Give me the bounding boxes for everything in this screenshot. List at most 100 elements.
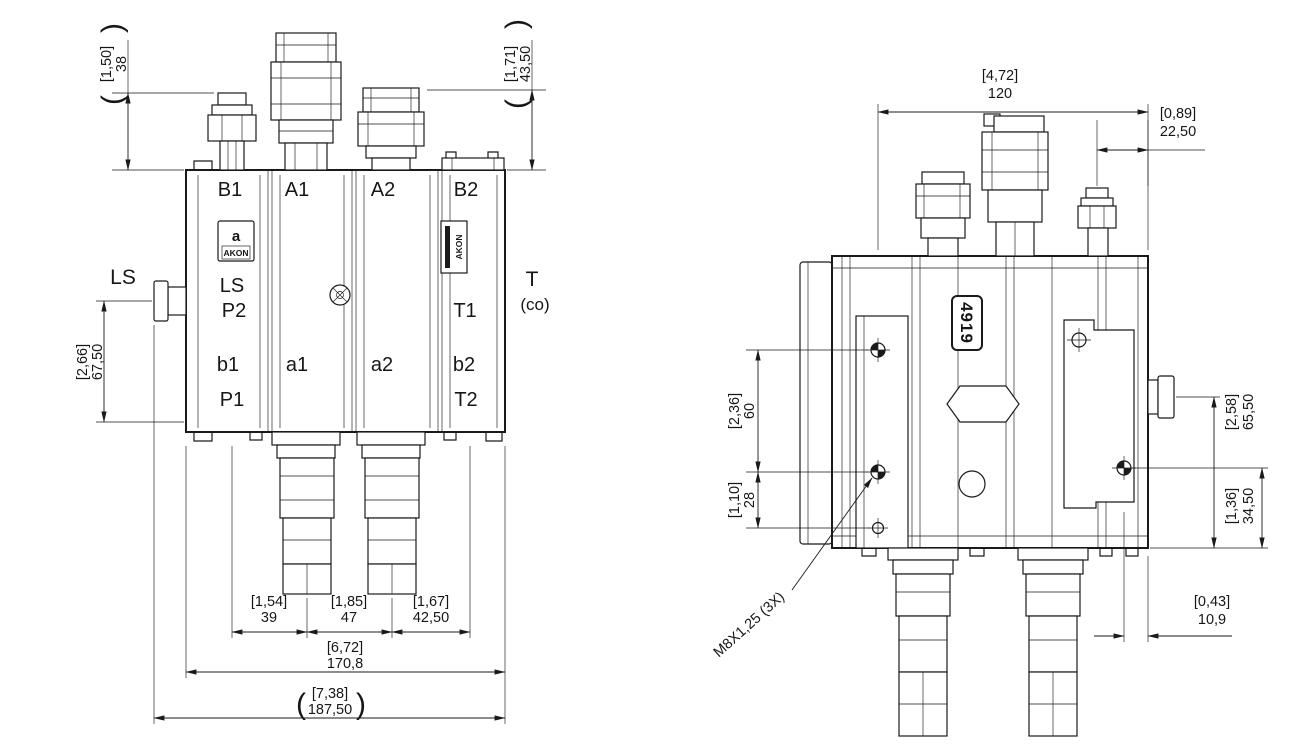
akon-logo-mark: a xyxy=(232,228,241,245)
actuator-detail-lines xyxy=(1026,591,1080,736)
actuator-lower xyxy=(367,517,417,565)
extension-lines xyxy=(1096,120,1149,186)
dim-mm: 120 xyxy=(988,86,1012,102)
dim-ls-offset: [2,66] 67,50 xyxy=(75,300,184,423)
port-label-b1: b1 xyxy=(217,354,239,376)
extension-lines xyxy=(427,89,546,171)
paren-open: ( xyxy=(296,688,306,721)
extension-lines xyxy=(231,446,471,638)
external-label-co: (co) xyxy=(520,295,549,314)
dim-inch: [1,85] xyxy=(331,594,367,610)
fitting-hex xyxy=(1077,205,1117,229)
connector-flange xyxy=(365,145,417,159)
actuator-collar xyxy=(1022,559,1084,575)
thread-note-text: M8X1,25 (3X) xyxy=(711,589,788,661)
actuator-collar xyxy=(892,559,954,575)
port-label-P2: P2 xyxy=(222,300,246,322)
dim-port-spacing: [1,54] 39 [1,85] 47 [1,67] 42,50 xyxy=(231,446,471,638)
hole-crosshair xyxy=(866,338,890,362)
plug-hex xyxy=(207,114,257,142)
plug-neck xyxy=(219,140,245,171)
port-label-b2: b2 xyxy=(453,354,475,376)
dim-mm: 34,50 xyxy=(1241,488,1257,524)
dim-right-6550: [2,58] 65,50 xyxy=(1150,394,1268,549)
actuator-body xyxy=(1025,573,1081,617)
dim-inch: [1,50] xyxy=(99,46,115,82)
tag-frame xyxy=(951,295,983,351)
connector-base xyxy=(284,142,328,171)
connector-cap xyxy=(362,87,420,113)
hex-feature xyxy=(946,385,1020,423)
actuator-flange xyxy=(271,431,341,446)
connector-body xyxy=(270,61,342,121)
hole-fill xyxy=(871,343,885,357)
dim-mm: 170,8 xyxy=(327,656,363,672)
port-label-a2: a2 xyxy=(371,354,393,376)
connector-body xyxy=(981,131,1049,191)
connector-detail-lines xyxy=(358,88,424,146)
dim-inch: [4,72] xyxy=(982,68,1018,84)
port-label-T2: T2 xyxy=(454,389,477,411)
plug-detail-lines xyxy=(221,115,243,170)
right-bracket xyxy=(1063,319,1136,509)
dim-hole-spacing-28: [1,10] 28 xyxy=(727,471,761,529)
side-label-bar xyxy=(445,226,450,268)
dim-right-3450: [1,36] 34,50 xyxy=(1132,467,1268,549)
knob-stem xyxy=(1147,379,1159,415)
external-label-LS: LS xyxy=(110,266,136,289)
connector-detail-lines xyxy=(916,184,970,218)
actuator-body xyxy=(364,457,420,519)
dim-mm: 39 xyxy=(261,610,277,626)
screw-cross xyxy=(332,287,348,303)
plate xyxy=(441,157,505,171)
paren-open: ( xyxy=(96,95,129,105)
port-label-T1: T1 xyxy=(453,300,476,322)
dim-mm: 28 xyxy=(742,492,758,508)
logo-frame xyxy=(217,220,255,262)
akon-side-label: AKON xyxy=(440,220,468,274)
dim-inch: [2,36] xyxy=(727,393,743,429)
actuator-detail-lines xyxy=(280,475,334,594)
dim-inch: [1,10] xyxy=(727,482,743,518)
dim-mm: 67,50 xyxy=(90,344,106,380)
bore-circle xyxy=(958,470,986,498)
actuator-lower xyxy=(282,517,332,565)
dim-port-offset: [0,89] 22,50 xyxy=(1096,106,1205,186)
port-label-A1: A1 xyxy=(285,179,309,201)
connector-cap xyxy=(275,32,337,63)
fitting-collar xyxy=(1080,197,1114,207)
dim-inch: [1,36] xyxy=(1224,488,1240,524)
dim-mm: 43,50 xyxy=(518,46,534,82)
dim-edge-109: [0,43] 10,9 xyxy=(1094,512,1232,642)
hole-crosshair xyxy=(1067,328,1091,352)
port-label-B2: B2 xyxy=(454,179,478,201)
dim-inch: [1,67] xyxy=(413,594,449,610)
bracket-outline xyxy=(1063,319,1135,509)
plate-lines xyxy=(451,158,495,170)
knob-cap xyxy=(153,280,169,322)
front-view: a AKON AKON xyxy=(75,19,550,724)
logo-text-frame xyxy=(221,245,251,260)
connector-cap xyxy=(921,171,965,185)
dim-inch: [1,54] xyxy=(251,594,287,610)
tag-number: 4919 xyxy=(957,302,976,344)
actuator-flange xyxy=(356,431,426,446)
mounting-plate xyxy=(855,315,909,549)
connector-detail-lines xyxy=(982,132,1048,256)
extension-lines xyxy=(96,300,184,423)
fitting-detail-lines xyxy=(1089,206,1105,228)
dim-inch: [0,43] xyxy=(1194,594,1230,610)
ls-port-knob xyxy=(153,280,187,322)
actuator-lower xyxy=(898,615,948,673)
fitting-neck xyxy=(1087,227,1109,257)
paren-close: ) xyxy=(500,19,533,29)
side-actuator-right xyxy=(1017,547,1089,737)
dim-mm: 38 xyxy=(114,56,130,72)
connector-flange xyxy=(987,189,1043,223)
fitting-cap xyxy=(1085,187,1109,199)
actuator-body xyxy=(279,457,335,519)
actuator-detail-lines xyxy=(896,591,950,736)
port-label-P1: P1 xyxy=(220,389,244,411)
dim-body-width: [6,72] 170,8 xyxy=(185,446,506,724)
